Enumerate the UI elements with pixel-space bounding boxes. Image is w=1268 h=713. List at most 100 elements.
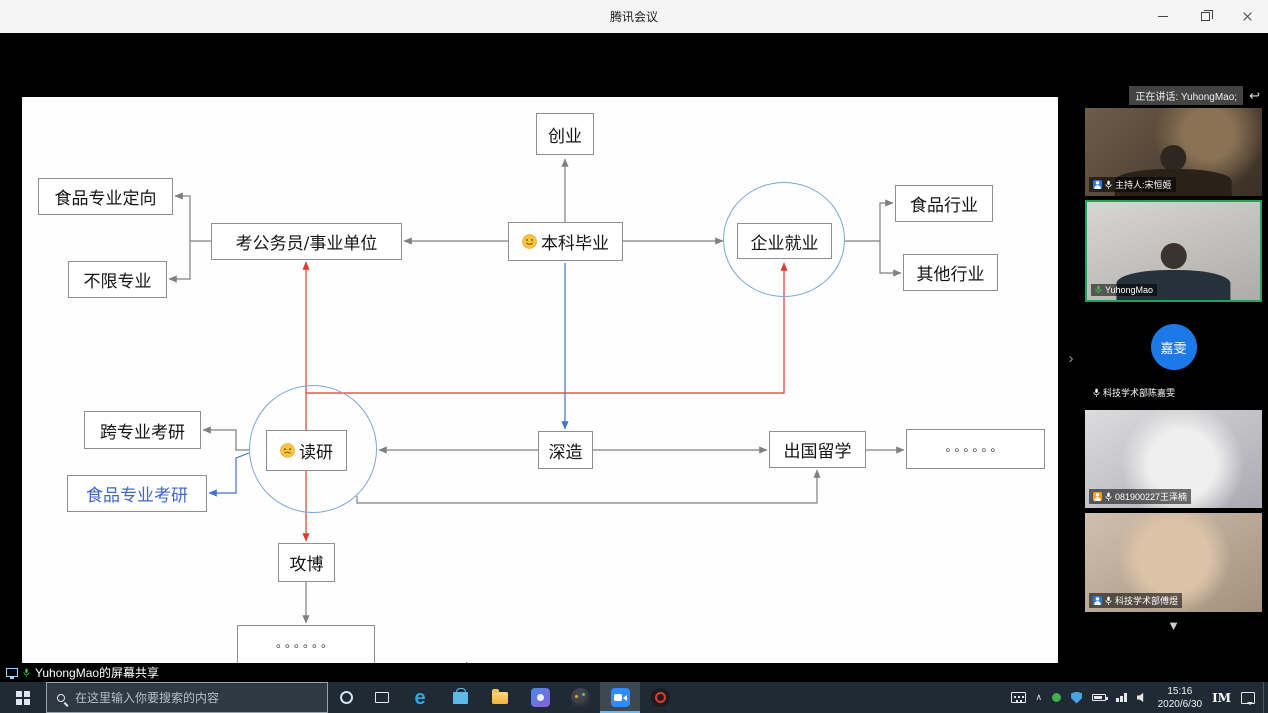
member-badge-icon (1093, 596, 1102, 605)
action-center-icon[interactable] (1241, 691, 1255, 705)
node-masters: 读研 (266, 430, 347, 471)
taskbar-app-store[interactable] (440, 682, 480, 713)
taskbar-spacer (680, 682, 1003, 713)
speaking-indicator-row: 正在讲话: YuhongMao; ↩ (1129, 86, 1260, 105)
taskbar-app-edge[interactable]: e (400, 682, 440, 713)
show-desktop-button[interactable] (1263, 682, 1268, 713)
participant-name: 科技学术部傅煜 (1115, 596, 1179, 606)
participant-label: YuhongMao (1091, 284, 1158, 296)
maximize-button[interactable] (1184, 0, 1226, 33)
mic-icon (1105, 492, 1112, 501)
search-input[interactable] (73, 689, 317, 706)
node-food-major-targeted: 食品专业定向 (38, 178, 173, 215)
chevron-right-icon: › (1068, 349, 1074, 367)
participant-tile-host[interactable]: 主持人:宋恒姬 (1085, 108, 1262, 196)
window-title: 腾讯会议 (609, 10, 658, 24)
node-ellipsis-bottom: 。。。。。。 (237, 625, 375, 665)
ime-keyboard-icon[interactable] (1010, 692, 1026, 703)
participant-name: 主持人:宋恒姬 (1115, 180, 1172, 190)
window-titlebar: 腾讯会议 (0, 0, 1268, 33)
node-label: 考公务员/事业单位 (235, 234, 378, 254)
jump-to-speaker-icon[interactable]: ↩ (1249, 88, 1260, 103)
node-corporate-employment: 企业就业 (737, 223, 832, 259)
cortana-button[interactable] (328, 682, 364, 713)
hidden-icons-chevron-icon[interactable]: ∧ (1035, 692, 1043, 702)
app-icon (530, 688, 550, 707)
app-icon (650, 688, 670, 707)
mic-active-icon (23, 668, 30, 677)
avatar-text: 嘉雯 (1160, 340, 1187, 356)
tencent-meeting-icon (610, 688, 630, 707)
node-label: 。。。。。。 (275, 635, 336, 650)
node-label: 食品行业 (910, 196, 978, 216)
node-label: 食品专业定向 (54, 189, 157, 209)
volume-icon[interactable] (1136, 692, 1144, 703)
taskbar-clock[interactable]: 15:16 2020/6/30 (1158, 685, 1203, 711)
tray-app-icon[interactable] (1052, 693, 1062, 702)
system-tray: ∧ 15:16 2020/6/30 IM (1003, 682, 1264, 713)
node-startup: 创业 (536, 113, 594, 155)
share-status-text: YuhongMao的屏幕共享 (35, 666, 160, 680)
taskbar-app-red[interactable] (640, 682, 680, 713)
minimize-button[interactable] (1142, 0, 1184, 33)
shared-screen-content: 创业 食品专业定向 不限专业 考公务员/事业单位 本科毕业 企业就业 食品行业 … (22, 97, 1058, 683)
participant-tile[interactable]: 科技学术部傅煜 (1085, 513, 1262, 612)
node-cross-major-exam: 跨专业考研 (84, 411, 201, 449)
taskbar-search[interactable] (46, 682, 328, 713)
taskbar-app-file-explorer[interactable] (480, 682, 520, 713)
node-label: 出国留学 (783, 442, 852, 462)
minimize-icon (1158, 16, 1168, 17)
taskbar-app-tencent-meeting[interactable] (600, 682, 640, 713)
mic-icon (1105, 180, 1112, 189)
emphasis-circle-masters (249, 385, 377, 513)
search-icon (57, 693, 65, 702)
task-view-icon (375, 692, 389, 703)
participant-label: 081900227王泽楠 (1089, 489, 1192, 504)
windows-logo-icon (16, 690, 30, 705)
node-food-industry: 食品行业 (895, 185, 993, 222)
app-icon (570, 688, 590, 707)
start-button[interactable] (0, 682, 46, 713)
participant-name: 科技学术部陈嘉雯 (1103, 388, 1176, 398)
node-label: 其他行业 (916, 265, 985, 285)
participants-sidebar: 正在讲话: YuhongMao; ↩ 主持人:宋恒姬 YuhongMao (1085, 33, 1262, 663)
node-label: 企业就业 (750, 233, 819, 254)
node-label: 本科毕业 (541, 234, 609, 254)
node-further-study: 深造 (538, 431, 593, 469)
taskbar: e ∧ 15:16 2020/6/30 IM (0, 682, 1268, 713)
node-food-major-exam: 食品专业考研 (67, 475, 207, 512)
participant-label: 科技学术部傅煜 (1089, 593, 1183, 608)
speaking-indicator: 正在讲话: YuhongMao; (1129, 86, 1244, 105)
close-icon (1242, 11, 1253, 22)
more-participants-button[interactable]: ▼ (1085, 618, 1262, 633)
taskbar-app-dark[interactable] (560, 682, 600, 713)
mic-icon (1093, 388, 1100, 397)
emphasis-circle-corporate (723, 182, 845, 297)
node-label: 跨专业考研 (100, 422, 185, 443)
defender-shield-icon[interactable] (1071, 691, 1083, 704)
cortana-icon (339, 691, 353, 704)
participant-tile[interactable]: 081900227王泽楠 (1085, 410, 1262, 508)
restore-icon (1200, 10, 1213, 21)
smiley-icon (522, 234, 537, 249)
participant-tile[interactable]: 嘉雯 科技学术部陈嘉雯 (1085, 306, 1262, 404)
im-tray-icon[interactable]: IM (1212, 690, 1231, 705)
node-label: 读研 (299, 443, 333, 463)
chevron-down-icon: ▼ (1167, 618, 1180, 633)
screen-share-icon (6, 668, 18, 679)
camera-feed (1087, 202, 1260, 300)
network-signal-icon[interactable] (1116, 693, 1127, 702)
taskbar-app-blue[interactable] (520, 682, 560, 713)
battery-icon[interactable] (1092, 694, 1109, 701)
participant-label: 科技学术部陈嘉雯 (1089, 385, 1180, 400)
node-ellipsis-right: 。。。。。。 (906, 429, 1045, 469)
participant-tile-speaking[interactable]: YuhongMao (1085, 200, 1262, 302)
mic-active-icon (1095, 285, 1102, 294)
clock-date: 2020/6/30 (1157, 698, 1203, 710)
participant-name: 081900227王泽楠 (1115, 492, 1188, 502)
close-button[interactable] (1226, 0, 1268, 33)
task-view-button[interactable] (364, 682, 400, 713)
node-civil-service: 考公务员/事业单位 (211, 223, 402, 260)
sidebar-collapse-handle[interactable]: › (1063, 345, 1079, 371)
